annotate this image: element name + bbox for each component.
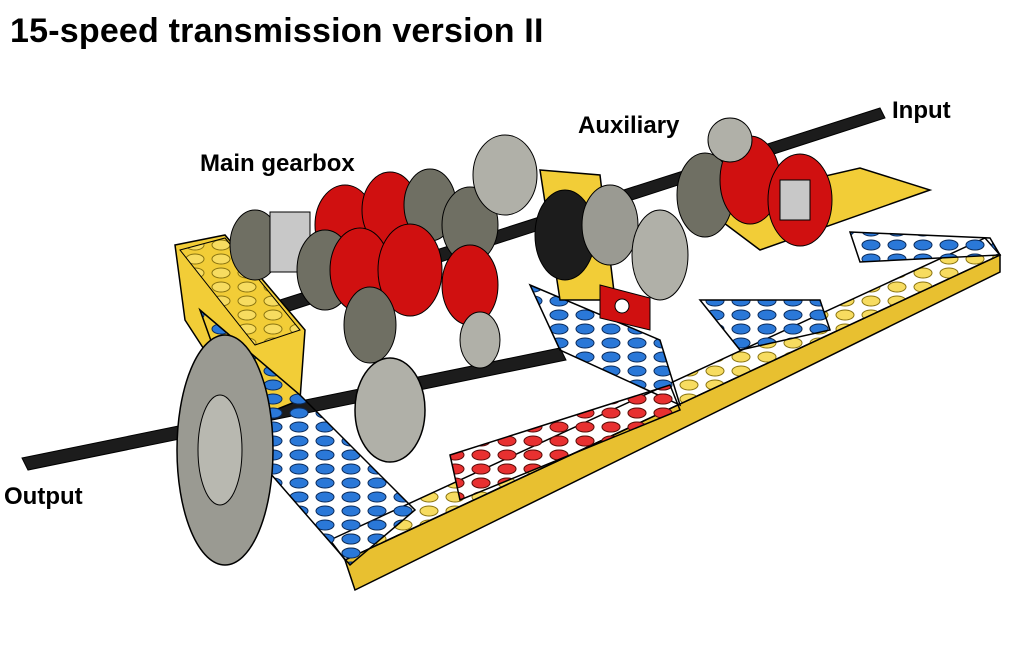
output-gear: [354, 357, 426, 463]
large-output-gear-hub: [197, 394, 243, 506]
red-plate-front: [449, 384, 681, 502]
blue-plate-right: [848, 231, 1002, 263]
frame-base: [344, 253, 1001, 592]
main-gearbox-lower-gears: [296, 223, 501, 369]
yellow-upright-studs: [179, 237, 301, 346]
auxiliary-label: Auxiliary: [578, 112, 680, 139]
output-label: Output: [4, 483, 83, 510]
main-gearbox-label: Main gearbox: [200, 150, 355, 177]
page-title: 15-speed transmission version II: [10, 12, 544, 50]
auxiliary-gears: [581, 117, 833, 301]
input-label: Input: [892, 97, 951, 124]
blue-plate-mid: [698, 299, 831, 351]
